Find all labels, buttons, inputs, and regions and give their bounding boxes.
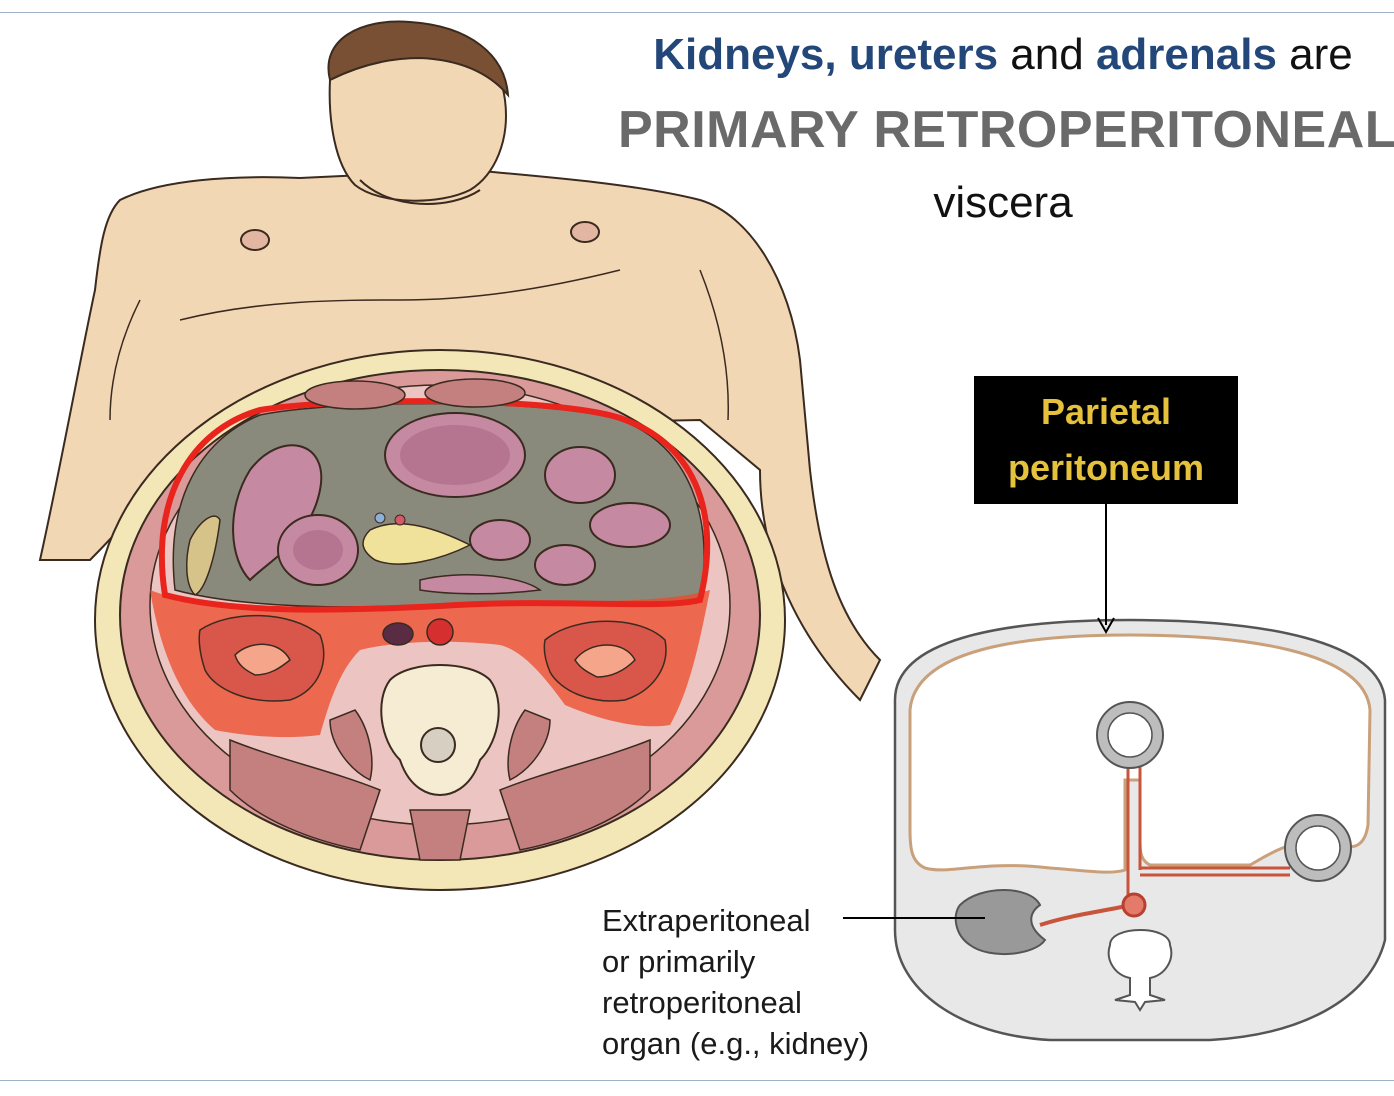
hair bbox=[327, 20, 510, 98]
parietal-label-line-1: Parietal bbox=[1040, 391, 1172, 432]
top-rule bbox=[0, 12, 1394, 13]
left-nipple bbox=[240, 229, 270, 251]
title-line-2: PRIMARY RETROPERITONEAL bbox=[618, 101, 1394, 159]
schematic-kidney bbox=[954, 889, 1047, 956]
extra-label-line-4: organ (e.g., kidney) bbox=[602, 1026, 870, 1061]
aorta bbox=[426, 618, 454, 646]
parietal-peritoneum-label: Parietal peritoneum bbox=[974, 376, 1238, 504]
kidneys-term: Kidneys bbox=[653, 30, 825, 79]
pancreas bbox=[362, 523, 472, 565]
right-nipple bbox=[570, 221, 600, 243]
arrow-head bbox=[1097, 617, 1115, 635]
parietal-label-line-2: peritoneum bbox=[1007, 447, 1204, 488]
ivc bbox=[382, 622, 414, 646]
schematic-vertebra bbox=[1107, 929, 1173, 1012]
title-line-3: viscera bbox=[933, 178, 1073, 227]
ureters-term: ureters bbox=[848, 30, 999, 79]
extraperitoneal-label: Extraperitoneal or primarily retroperito… bbox=[602, 900, 869, 1064]
torso-body bbox=[38, 168, 882, 702]
mesentery bbox=[1126, 760, 1290, 895]
extra-label-line-1: Extraperitoneal bbox=[602, 903, 811, 938]
spinal-cord bbox=[420, 727, 456, 763]
title-line-1: Kidneys, ureters and adrenals are bbox=[653, 30, 1353, 79]
extra-label-line-3: retroperitoneal bbox=[602, 985, 802, 1020]
bottom-rule bbox=[0, 1080, 1394, 1081]
extra-label-line-2: or primarily bbox=[602, 944, 756, 979]
peritoneum-outline bbox=[158, 398, 711, 613]
adrenals-term: adrenals bbox=[1095, 30, 1277, 79]
